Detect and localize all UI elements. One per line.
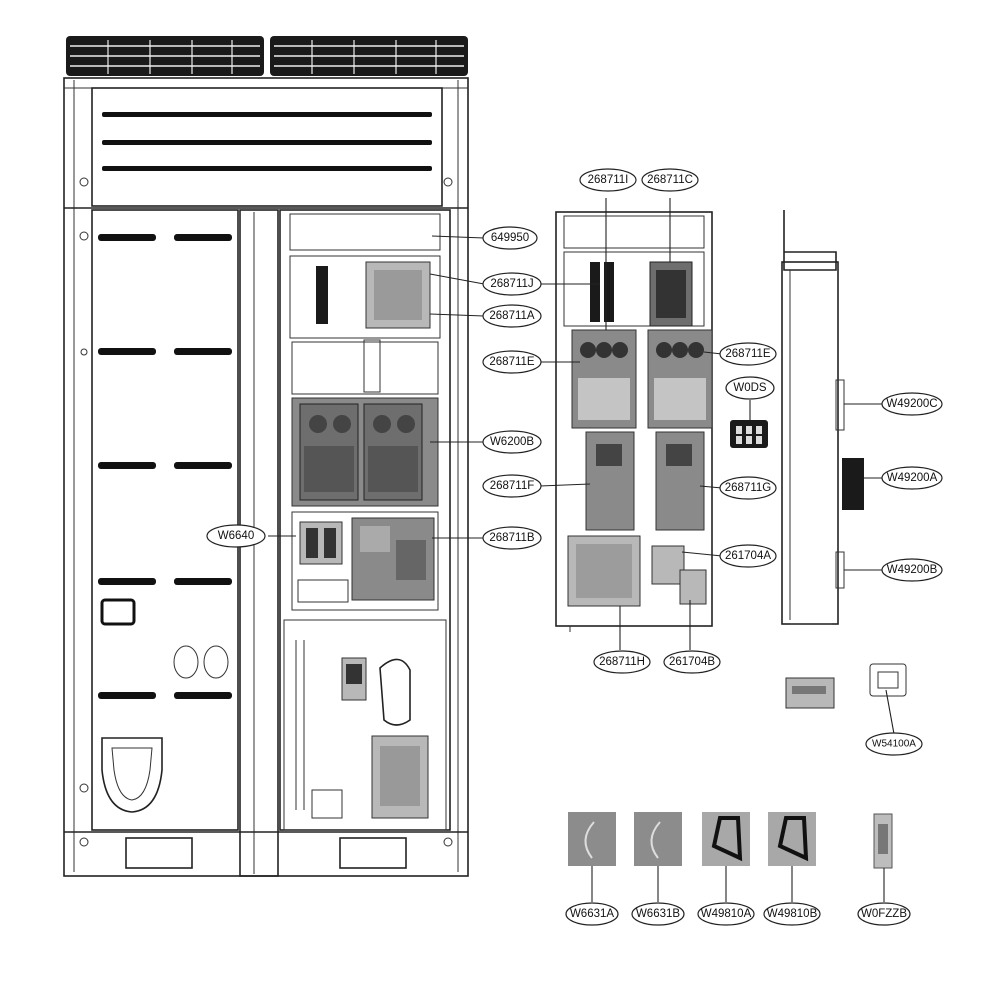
callout-label: W0FZZB [861,908,907,920]
callout-label: W54100A [872,739,916,750]
outdoor-unit-front [63,36,469,877]
callout-268711c: 268711C [641,168,699,192]
callout-268711j: 268711J [482,272,542,296]
callout-261704a: 261704A [719,544,777,568]
callout-w6631a: W6631A [565,902,619,926]
callout-w49200a: W49200A [881,466,943,490]
w49810b-part [768,812,816,866]
top-fan-grille-right [270,36,468,76]
callout-label: 649950 [491,232,529,244]
callout-268711g: 268711G [719,476,777,500]
callout-label: 268711G [725,482,772,494]
leader-lines [268,198,895,902]
callout-261704b: 261704B [663,650,721,674]
callout-268711i: 268711I [579,168,637,192]
callout-268711a: 268711A [482,304,542,328]
callout-w0ds: W0DS [725,376,775,400]
callout-label: 268711A [489,310,535,322]
callout-label: 268711H [599,656,645,668]
callout-label: W6631A [570,908,614,920]
callout-w49200b: W49200B [881,558,943,582]
callout-w54100a: W54100A [865,732,923,756]
control-box-exploded [555,211,713,632]
callout-label: 268711C [647,174,693,186]
callout-649950: 649950 [482,226,538,250]
callout-label: 268711B [489,532,535,544]
w0ds-terminal [730,420,768,448]
callout-label: W6631B [636,908,680,920]
callout-label: 261704B [669,656,715,668]
callout-label: 268711E [725,348,771,360]
side-panel [781,210,864,625]
w0fzzb-part [873,813,893,869]
callout-268711h: 268711H [593,650,651,674]
w6631a-part [568,812,616,866]
callout-label: 268711J [490,278,533,290]
callout-label: W49200A [887,472,938,484]
callout-w49200c: W49200C [881,392,943,416]
callout-label: W49810B [767,908,818,920]
w54100a-parts [785,663,907,709]
callout-w49810a: W49810A [697,902,755,926]
callout-label: W49200C [886,398,937,410]
callout-w0fzzb: W0FZZB [857,902,911,926]
w49810a-part [702,812,750,866]
callout-268711e-left: 268711E [482,350,542,374]
callout-268711b: 268711B [482,526,542,550]
top-fan-grille-left [66,36,264,76]
callout-w49810b: W49810B [763,902,821,926]
callout-268711e-right: 268711E [719,342,777,366]
w6631b-part [634,812,682,866]
callout-w6631b: W6631B [631,902,685,926]
callout-w6640: W6640 [206,524,266,548]
callout-label: 268711F [490,480,535,492]
callout-label: W6200B [490,436,534,448]
callout-label: 268711I [588,174,629,186]
callout-label: W49200B [887,564,938,576]
callout-label: W6640 [218,530,254,542]
callout-label: W49810A [701,908,752,920]
callout-label: W0DS [733,382,767,394]
callout-label: 268711E [489,356,535,368]
callout-label: 261704A [725,550,771,562]
callout-w6200b: W6200B [482,430,542,454]
callout-268711f: 268711F [482,474,542,498]
